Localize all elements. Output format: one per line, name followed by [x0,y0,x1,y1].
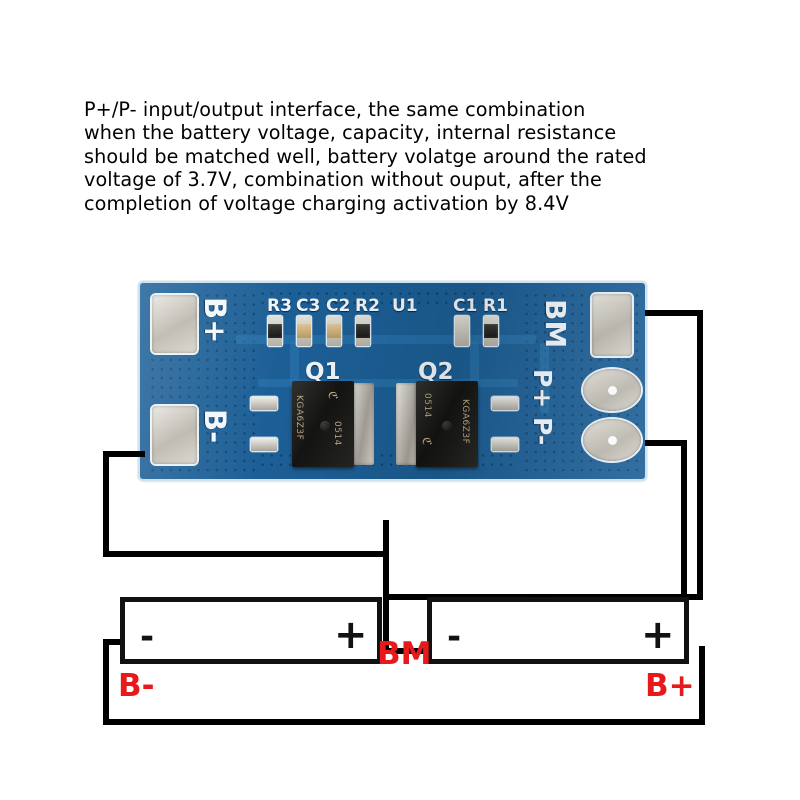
wire-return-stub-to-cell1 [103,639,125,645]
capacitor-c3 [297,316,311,346]
silk-q1: Q1 [305,359,341,385]
trace-a [236,335,536,344]
silk-r1: R1 [483,296,508,316]
label-b-minus: B- [118,668,155,704]
pad-b-minus [152,406,197,464]
wire-bm-drop-to-cells [383,520,389,600]
wire-bminus-vertical [103,451,109,556]
q2-lead-2 [492,438,518,451]
wire-pminus-horizontal [645,440,687,446]
resistor-r3 [268,316,282,346]
resistor-r1 [484,316,498,346]
wire-return-bottom-bus [103,719,705,725]
pad-p-plus [583,369,641,411]
caption-line-3: should be matched well, battery volatge … [84,144,647,168]
battery-cell-2 [427,597,689,664]
silk-q2: Q2 [418,359,454,385]
wire-pminus-vertical [681,440,687,652]
caption-line-2: when the battery voltage, capacity, inte… [84,121,617,145]
silk-c2: C2 [326,296,351,316]
silk-r2: R2 [355,296,380,316]
capacitor-c1-pads [455,316,469,346]
cell-2-negative-terminal: - [447,617,462,657]
resistor-r2 [356,316,370,346]
mosfet-q1: KGA6Z3F 0514 ℭ [288,381,380,467]
wire-return-right-vertical [699,646,705,725]
silk-u1: U1 [392,296,418,316]
q2-vendor-logo: ℭ [420,437,434,446]
q1-lead-2 [251,438,277,451]
wire-bminus-horizontal-mid [103,551,387,557]
silk-b-plus: B+ [198,297,232,344]
pad-bm [592,294,632,356]
wire-bm-link-cell1-to-cell2 [383,648,427,654]
silk-p-plus: P+ [528,369,557,409]
pad-p-minus [583,419,641,461]
wire-return-left-vertical [103,639,109,725]
capacitor-c2 [327,316,341,346]
trace-c [470,341,479,389]
q2-part-marking: KGA6Z3F [460,399,470,445]
label-b-plus: B+ [645,668,695,704]
cell-2-positive-terminal: + [641,612,675,658]
q2-dimple [442,421,452,431]
pad-b-plus [152,295,197,353]
silk-p-minus: P- [528,417,557,446]
description-text: P+/P- input/output interface, the same c… [84,98,756,215]
trace-b [290,341,299,389]
trace-e [540,343,549,413]
wire-bm-vertical [697,310,703,600]
caption-line-4: voltage of 3.7V, combination without oup… [84,168,602,192]
label-bm: BM [377,636,432,672]
wire-bm-stub-down [383,594,389,652]
mosfet-q2: 0514 KGA6Z3F ℭ [390,381,482,467]
silk-bm: BM [539,299,572,349]
q2-date-code: 0514 [422,393,432,418]
trace-d [258,379,518,387]
q1-lead-1 [251,397,277,410]
battery-cell-1 [120,597,382,664]
caption-line-5: completion of voltage charging activatio… [84,191,569,215]
wire-bm-horizontal-top [645,310,703,316]
q1-date-code: 0514 [332,421,342,446]
bms-protection-board: B+ B- BM P+ P- R3 C3 C2 R2 U1 C1 R1 Q1 Q… [140,283,645,625]
q2-lead-1 [492,397,518,410]
q1-part-marking: KGA6Z3F [294,395,304,441]
q1-vendor-logo: ℭ [326,391,340,400]
silk-b-minus: B- [198,409,232,444]
cell-1-positive-terminal: + [334,612,368,658]
via-field-top [258,289,508,311]
cell-1-negative-terminal: - [140,617,155,657]
q1-dimple [320,421,330,431]
silk-c1: C1 [453,296,478,316]
silk-c3: C3 [296,296,321,316]
wire-bminus-horizontal-top [103,451,145,457]
silk-r3: R3 [267,296,292,316]
caption-line-1: P+/P- input/output interface, the same c… [84,98,586,121]
